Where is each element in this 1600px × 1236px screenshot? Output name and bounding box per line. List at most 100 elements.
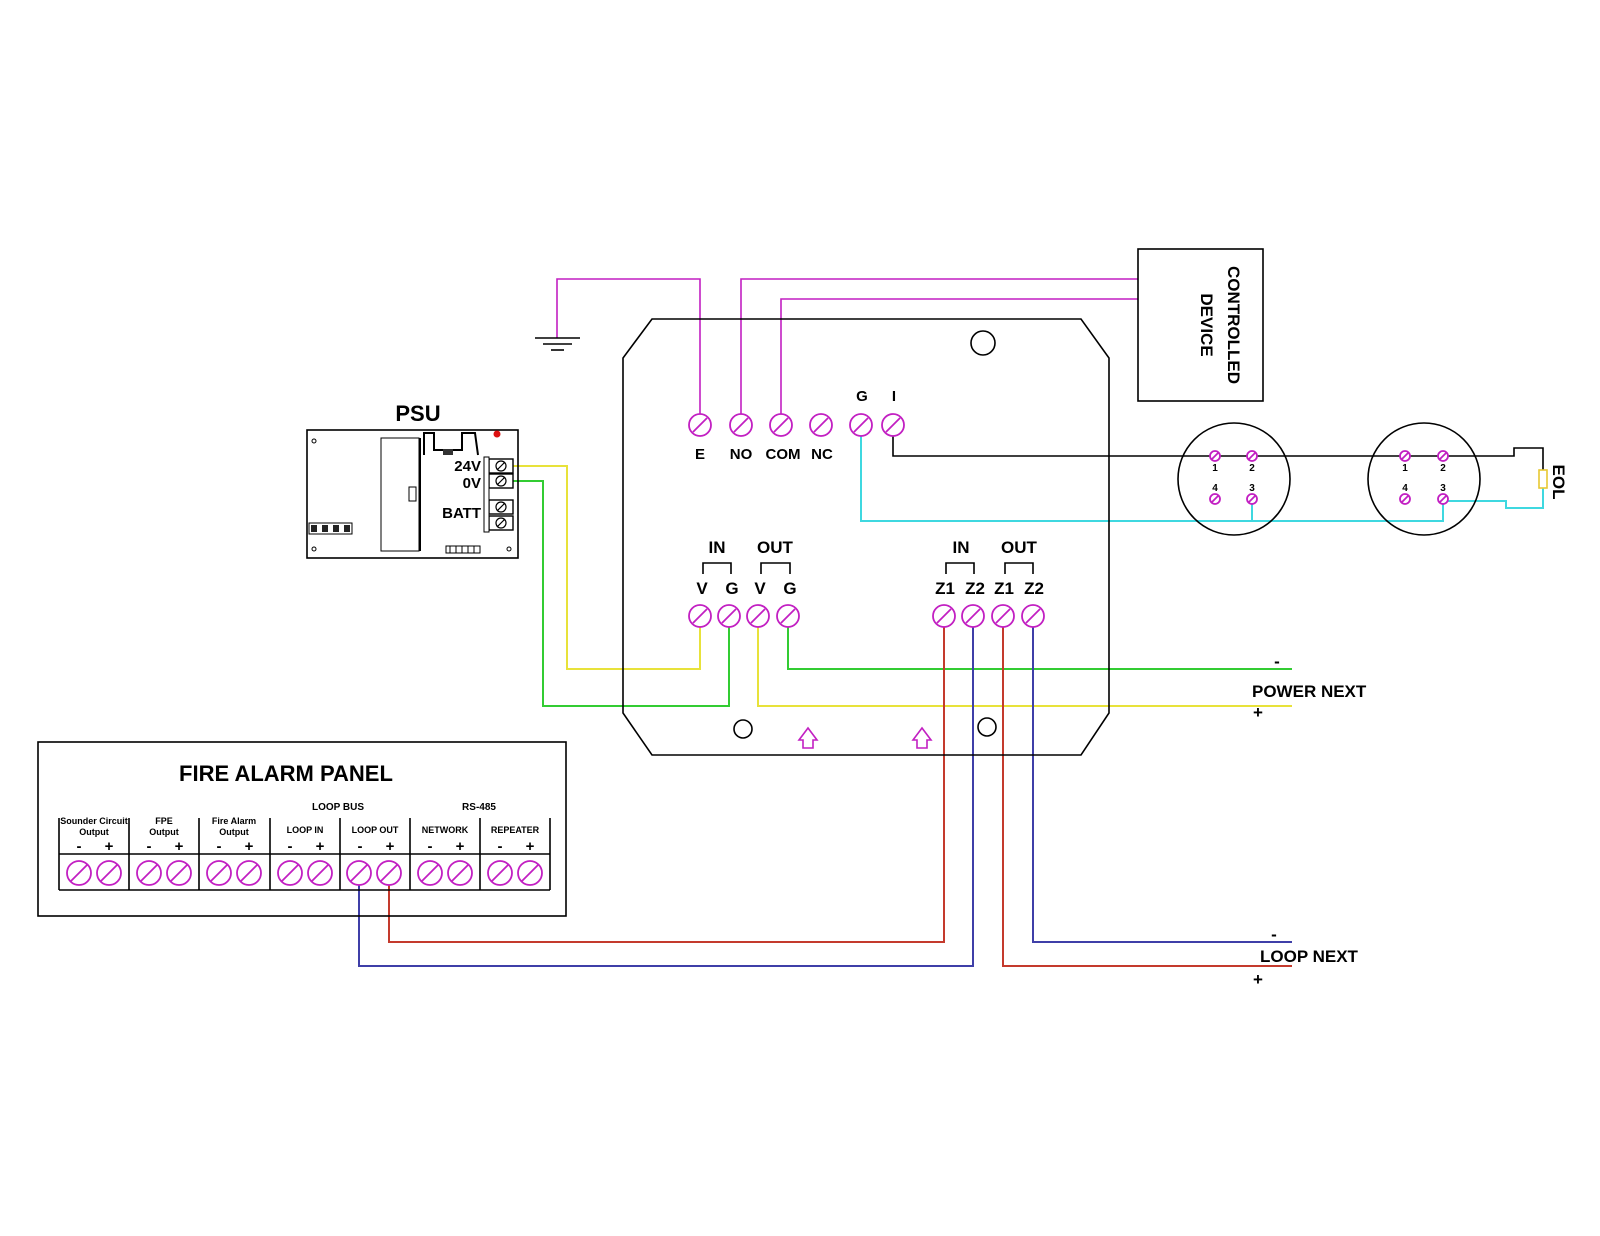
svg-text:+: + (245, 838, 254, 855)
terminal-screw[interactable] (488, 515, 514, 531)
fire-alarm-panel: FIRE ALARM PANEL LOOP BUS RS-485 Sounder… (37, 741, 567, 917)
terminal-screw[interactable] (849, 413, 873, 437)
psu-batt-label: BATT (442, 505, 481, 522)
terminal-screw[interactable] (688, 413, 712, 437)
svg-text:+: + (526, 838, 535, 855)
power-next-plus: + (1253, 703, 1263, 722)
terminal-screw[interactable] (487, 860, 513, 886)
pin-label: 1 (1402, 463, 1408, 474)
terminal-screw[interactable] (66, 860, 92, 886)
terminal-screw[interactable] (1209, 450, 1221, 462)
psu: PSU 24V 0V BATT (306, 401, 519, 559)
terminal-screw[interactable] (447, 860, 473, 886)
terminal-screw[interactable] (1399, 450, 1411, 462)
terminal-screw[interactable] (769, 413, 793, 437)
terminal-screw[interactable] (961, 604, 985, 628)
svg-text:-: - (217, 838, 222, 855)
terminal-label-g: G (856, 388, 868, 405)
svg-text:+: + (386, 838, 395, 855)
svg-text:-: - (288, 838, 293, 855)
terminal-label-nc: NC (811, 446, 833, 463)
wire-com-to-device (780, 298, 1138, 425)
terminal-screw[interactable] (1209, 493, 1221, 505)
loop-in-label: IN (953, 538, 970, 557)
psu-title: PSU (395, 401, 440, 426)
svg-text:+: + (105, 838, 114, 855)
eol-label: EOL (1549, 465, 1568, 500)
wire-loop-next-plus (1002, 616, 1292, 967)
power-next-minus: - (1274, 652, 1280, 671)
terminal-screw[interactable] (729, 413, 753, 437)
terminal-screw[interactable] (932, 604, 956, 628)
terminal-screw[interactable] (277, 860, 303, 886)
terminal-screw[interactable] (488, 458, 514, 474)
terminal-screw[interactable] (236, 860, 262, 886)
detector-base: 1 2 4 3 (1367, 422, 1481, 536)
terminal-screw[interactable] (809, 413, 833, 437)
loop-out-label: OUT (1001, 538, 1038, 557)
section-label: FPE (155, 816, 173, 826)
controlled-device: CONTROLLED DEVICE (1137, 248, 1264, 402)
terminal-screw[interactable] (206, 860, 232, 886)
svg-text:-: - (77, 838, 82, 855)
section-label: LOOP OUT (352, 825, 399, 835)
terminal-screw[interactable] (688, 604, 712, 628)
up-arrow-icon (911, 726, 933, 749)
svg-text:-: - (428, 838, 433, 855)
wires (358, 278, 1544, 967)
terminal-screw[interactable] (776, 604, 800, 628)
eol-resistor (1538, 469, 1548, 489)
wire-loop-in-z1 (388, 616, 945, 943)
terminal-screw[interactable] (96, 860, 122, 886)
terminal-screw[interactable] (346, 860, 372, 886)
section-label: LOOP IN (287, 825, 324, 835)
pin-label: 1 (1212, 463, 1218, 474)
pin-label: 4 (1212, 483, 1218, 494)
terminal-screw[interactable] (166, 860, 192, 886)
pin-label: 2 (1440, 463, 1446, 474)
section-label: Output (149, 827, 179, 837)
psu-board (306, 429, 519, 559)
terminal-screw[interactable] (136, 860, 162, 886)
wire-detector-cyan-2 (1252, 499, 1444, 522)
loop-bus-header: LOOP BUS (312, 802, 364, 813)
bracket (702, 562, 732, 574)
interface-module: E NO COM NC G I IN OUT V G V G IN OUT Z1… (622, 318, 1110, 756)
mounting-hole-bottom-right (977, 717, 997, 737)
section-label: Sounder Circuit (60, 816, 128, 826)
terminal-screw[interactable] (488, 499, 514, 515)
terminal-screw[interactable] (307, 860, 333, 886)
panel-title: FIRE ALARM PANEL (179, 761, 393, 786)
terminal-screw[interactable] (417, 860, 443, 886)
wire-detector-black (892, 425, 1544, 470)
up-arrow-icon (797, 726, 819, 749)
terminal-screw[interactable] (1437, 493, 1449, 505)
bracket (1004, 562, 1034, 574)
terminal-screw[interactable] (376, 860, 402, 886)
section-label: REPEATER (491, 825, 540, 835)
terminal-screw[interactable] (1246, 450, 1258, 462)
section-label: NETWORK (422, 825, 469, 835)
terminal-screw[interactable] (1437, 450, 1449, 462)
terminal-label-z1-in: Z1 (935, 579, 955, 598)
svg-text:-: - (358, 838, 363, 855)
terminal-screw[interactable] (1399, 493, 1411, 505)
terminal-screw[interactable] (517, 860, 543, 886)
loop-next-minus: - (1271, 925, 1277, 944)
pin-label: 3 (1249, 483, 1255, 494)
terminal-screw[interactable] (1021, 604, 1045, 628)
terminal-screw[interactable] (881, 413, 905, 437)
terminal-label-g-out: G (783, 579, 796, 598)
terminal-screw[interactable] (717, 604, 741, 628)
psu-0v-label: 0V (463, 475, 481, 492)
terminal-label-e: E (695, 446, 705, 463)
wire-power-next-plus (757, 616, 1292, 707)
power-next-label: POWER NEXT (1252, 682, 1367, 701)
earth-ground-icon (535, 337, 580, 351)
power-in-label: IN (709, 538, 726, 557)
terminal-screw[interactable] (746, 604, 770, 628)
terminal-screw[interactable] (991, 604, 1015, 628)
terminal-screw[interactable] (488, 473, 514, 489)
terminal-screw[interactable] (1246, 493, 1258, 505)
bracket (945, 562, 975, 574)
